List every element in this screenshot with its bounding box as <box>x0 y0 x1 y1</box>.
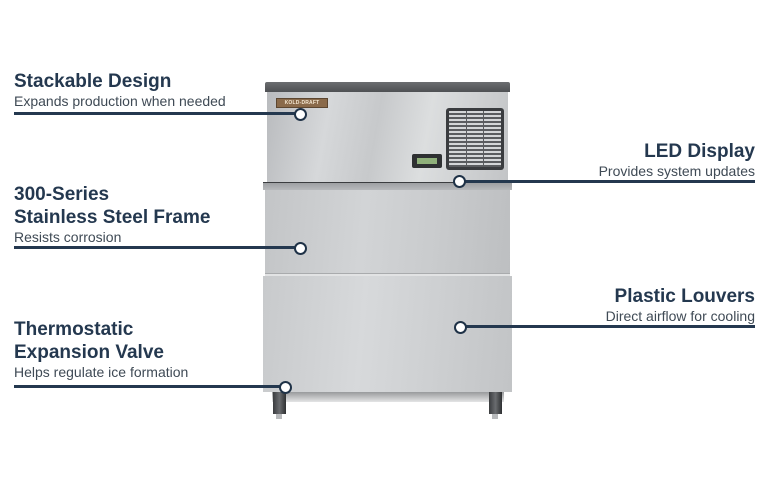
callout-description: Provides system updates <box>598 163 755 179</box>
hotspot-dot-thermostatic-expansion-valve <box>279 381 292 394</box>
callout-description: Direct airflow for cooling <box>605 308 755 324</box>
callout-description: Expands production when needed <box>14 93 226 109</box>
callout-title-line-1: Thermostatic <box>14 319 134 340</box>
bin-base-shadow <box>272 392 504 402</box>
callout-stackable-design: Stackable Design Expands production when… <box>14 70 226 110</box>
left-foot <box>276 414 282 419</box>
right-foot <box>492 414 498 419</box>
hotspot-dot-stackable-design <box>294 108 307 121</box>
callout-title-line-1: 300-Series <box>14 184 110 205</box>
hotspot-dot-led-display <box>453 175 466 188</box>
callout-title-line-2: Expansion Valve <box>14 342 164 363</box>
hotspot-dot-plastic-louvers <box>454 321 467 334</box>
connector-line-thermostatic-expansion-valve <box>14 385 281 388</box>
callout-title-line-2: Stainless Steel Frame <box>14 207 211 228</box>
louver-grille <box>446 108 504 170</box>
callout-thermostatic-expansion-valve: Thermostatic Expansion Valve Helps regul… <box>14 318 188 381</box>
left-leg <box>273 392 286 414</box>
right-leg <box>489 392 502 414</box>
callout-description: Helps regulate ice formation <box>14 364 189 380</box>
callout-plastic-louvers: Plastic Louvers Direct airflow for cooli… <box>606 285 755 325</box>
storage-bin-body <box>263 276 512 392</box>
callout-title: Stackable Design <box>14 71 172 92</box>
storage-bin-door <box>265 190 510 273</box>
brand-logo: KOLD-DRAFT <box>276 98 328 108</box>
connector-line-stainless-steel-frame <box>14 246 296 249</box>
led-display-panel <box>412 154 442 168</box>
callout-title: LED Display <box>644 141 755 162</box>
bin-seam <box>265 273 510 276</box>
callout-title: Plastic Louvers <box>614 286 755 307</box>
connector-line-plastic-louvers <box>464 325 755 328</box>
connector-line-led-display <box>463 180 755 183</box>
machine-top-cap <box>265 82 510 92</box>
hotspot-dot-stainless-steel-frame <box>294 242 307 255</box>
bin-top-ledge <box>263 182 512 190</box>
callout-description: Resists corrosion <box>14 229 122 245</box>
connector-line-stackable-design <box>14 112 296 115</box>
callout-stainless-steel-frame: 300-Series Stainless Steel Frame Resists… <box>14 183 210 246</box>
callout-led-display: LED Display Provides system updates <box>599 140 755 180</box>
